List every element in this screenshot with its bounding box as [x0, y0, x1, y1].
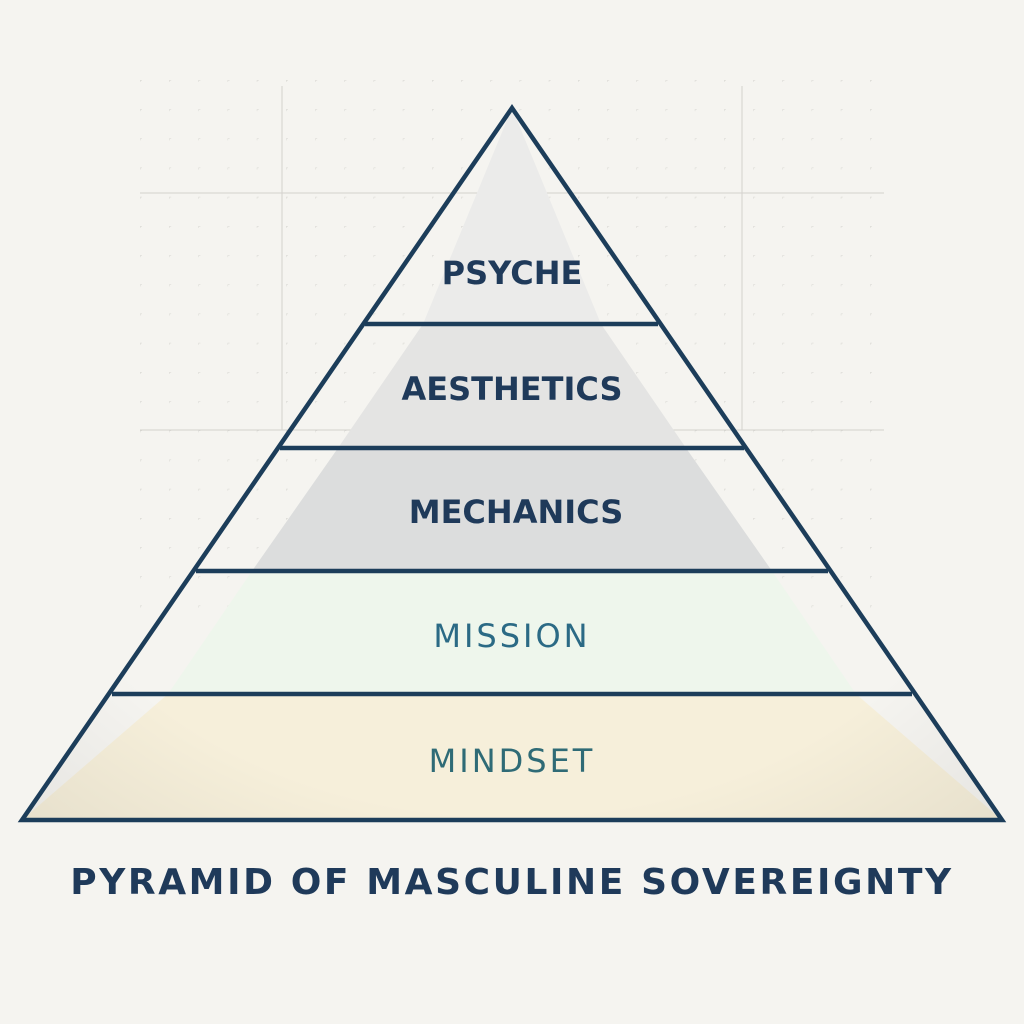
diagram-title: PYRAMID OF MASCULINE SOVEREIGNTY [70, 862, 954, 903]
pyramid-outline [17, 104, 1007, 823]
layer-label-mindset: MINDSET [429, 742, 596, 780]
layer-label-psyche: PSYCHE [442, 254, 583, 292]
pyramid-layers [22, 108, 1002, 820]
layer-label-mission: MISSION [433, 617, 590, 655]
layer-label-aesthetics: AESTHETICS [402, 370, 623, 408]
layer-label-mechanics: MECHANICS [409, 493, 624, 531]
